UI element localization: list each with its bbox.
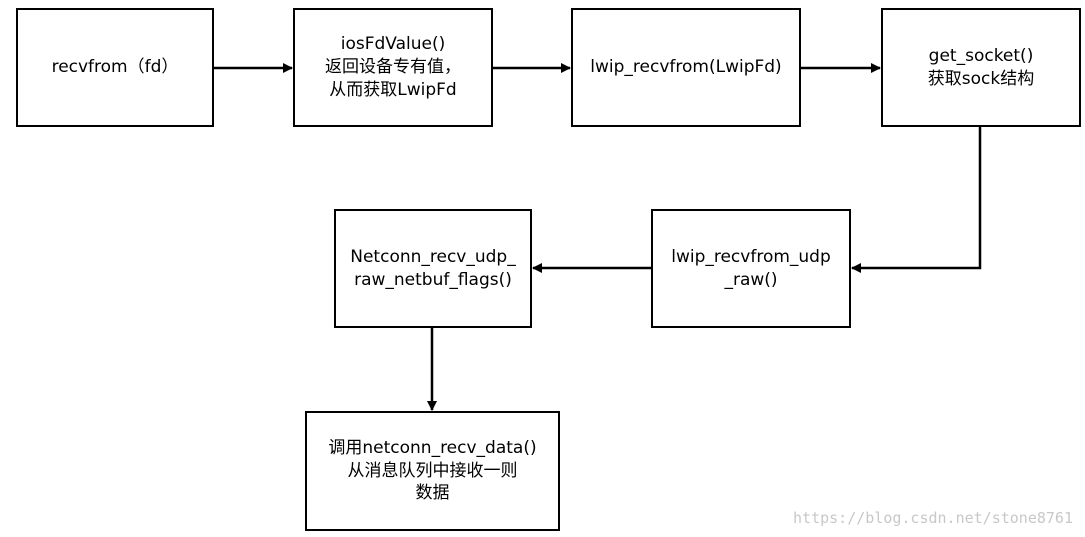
node-label: 调用netconn_recv_data() (328, 437, 537, 458)
node-get-socket: get_socket() 获取sock结构 (881, 8, 1081, 127)
node-label: _raw() (724, 269, 778, 290)
node-label: iosFdValue() (340, 34, 446, 55)
node-netconn-recv-data: 调用netconn_recv_data() 从消息队列中接收一则 数据 (305, 411, 560, 531)
node-label: lwip_recvfrom_udp (671, 246, 831, 267)
arrow-n4-n5 (851, 126, 982, 273)
node-label: raw_netbuf_flags() (354, 269, 512, 290)
node-label: 获取sock结构 (927, 68, 1035, 89)
watermark-url: https://blog.csdn.net/stone8761 (793, 509, 1073, 527)
node-label: get_socket() (928, 45, 1034, 66)
node-label: Netconn_recv_udp_ (350, 246, 516, 267)
node-label: 数据 (415, 483, 450, 504)
node-label: 返回设备专有值， (325, 57, 461, 78)
node-lwip-recvfrom-udp-raw: lwip_recvfrom_udp _raw() (651, 209, 851, 328)
node-label: recvfrom（fd） (51, 57, 179, 78)
node-label: 从消息队列中接收一则 (347, 460, 518, 481)
node-lwip-recvfrom: lwip_recvfrom(LwipFd) (571, 8, 801, 127)
node-label: 从而获取LwipFd (329, 79, 457, 100)
node-recvfrom: recvfrom（fd） (16, 8, 214, 127)
node-label: lwip_recvfrom(LwipFd) (590, 57, 782, 78)
node-netconn-recv-udp-raw-netbuf-flags: Netconn_recv_udp_ raw_netbuf_flags() (334, 209, 532, 328)
node-iosfdvalue: iosFdValue() 返回设备专有值， 从而获取LwipFd (293, 8, 493, 127)
